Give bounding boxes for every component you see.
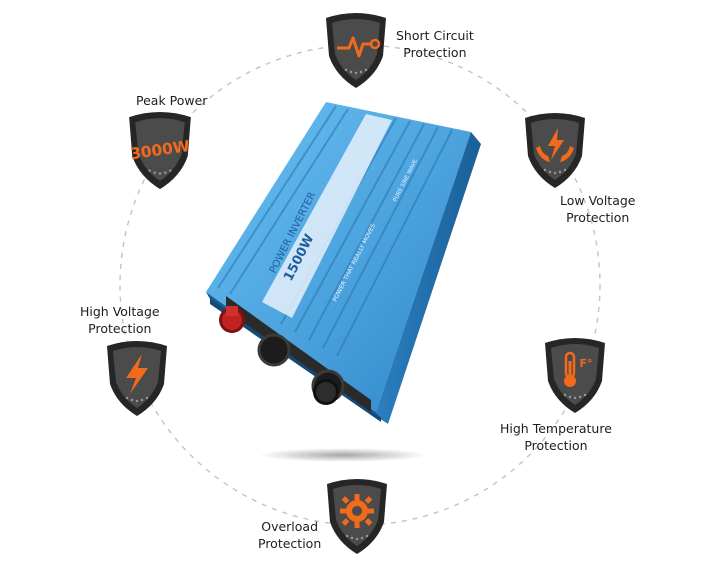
lightning-bolt-icon bbox=[126, 354, 148, 394]
heartbeat-wrench-icon bbox=[337, 36, 371, 58]
black-terminal-icon bbox=[313, 379, 339, 405]
gear-icon bbox=[340, 494, 374, 528]
hands-lightning-icon bbox=[536, 128, 574, 162]
peak-power-badge: 3000W bbox=[129, 111, 191, 190]
peak-power-label: Peak Power bbox=[136, 93, 208, 108]
overload-badge bbox=[327, 479, 387, 554]
red-terminal-icon bbox=[219, 306, 245, 333]
high-voltage-badge bbox=[107, 341, 167, 416]
low-voltage-badge bbox=[525, 113, 585, 188]
thermometer-fahrenheit-icon: F° bbox=[564, 351, 593, 387]
svg-text:F°: F° bbox=[579, 357, 592, 370]
product-shadow bbox=[258, 448, 428, 462]
short-circuit-badge bbox=[326, 13, 386, 88]
high-temperature-badge: F° bbox=[545, 338, 605, 413]
power-inverter-image: 1500W POWER INVERTER POWER THAT REALLY M… bbox=[206, 102, 481, 424]
